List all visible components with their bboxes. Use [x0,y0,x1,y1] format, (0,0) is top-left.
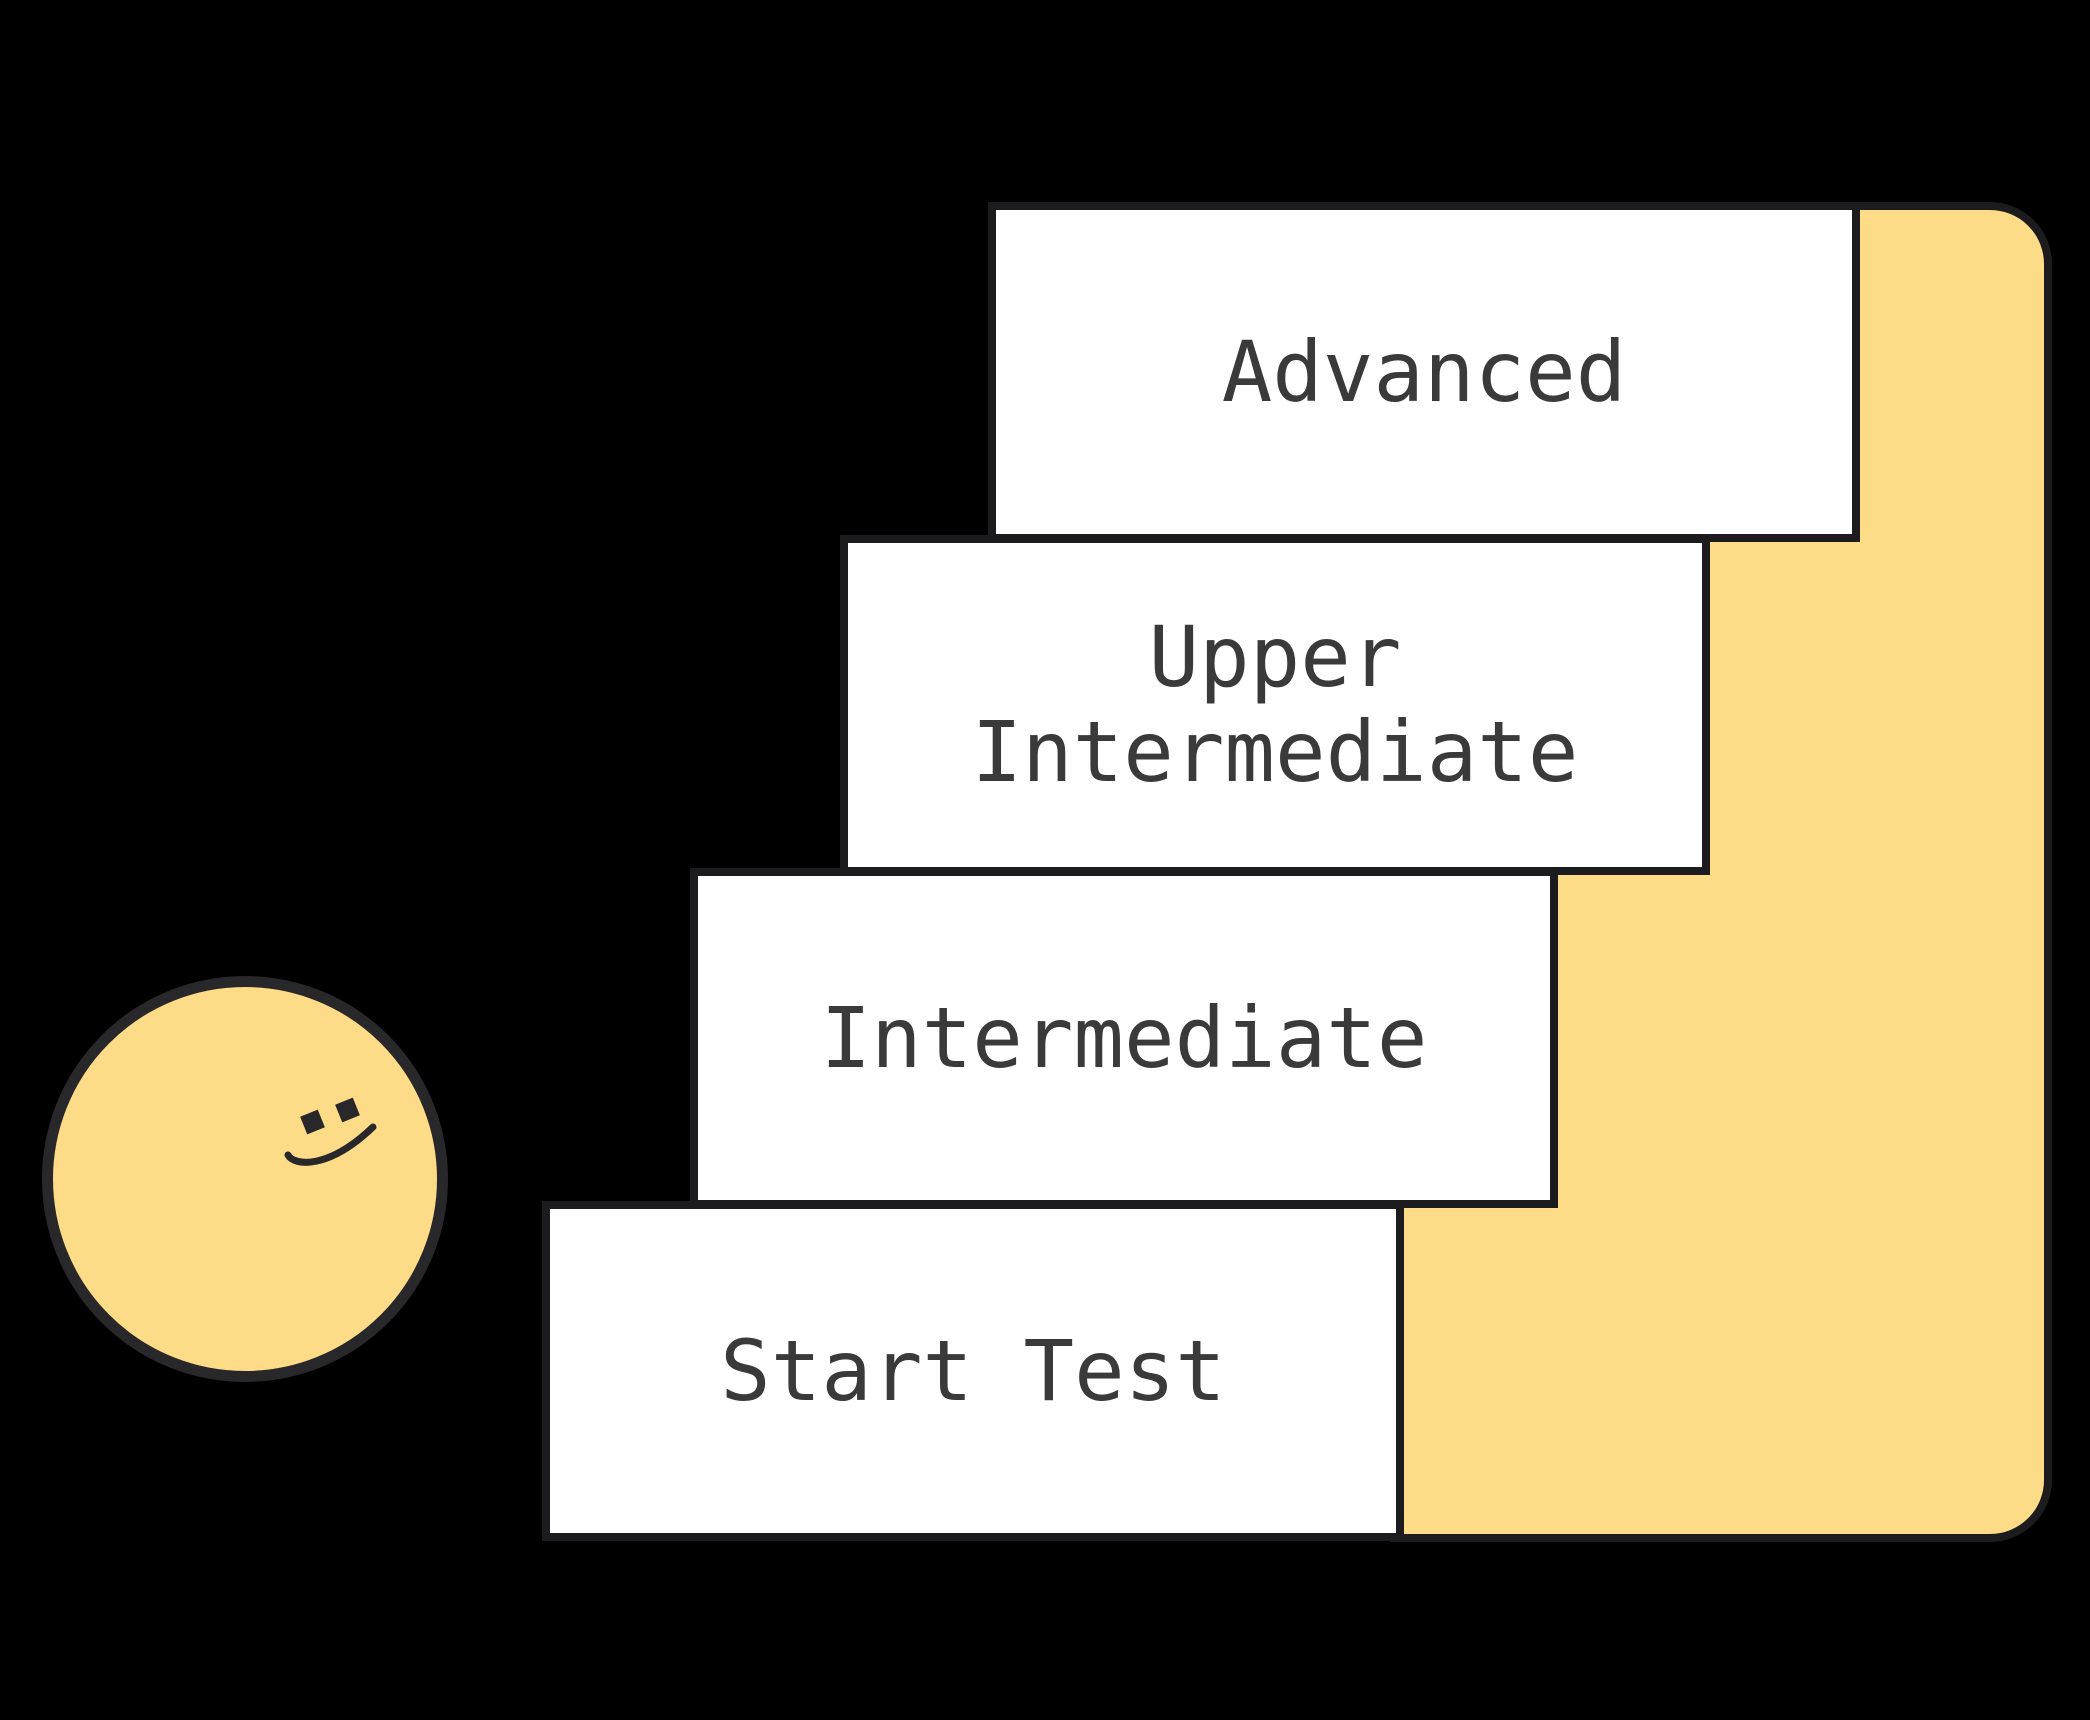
step-label: Upper [1148,608,1402,706]
step-label: Intermediate [820,988,1428,1087]
step-card-start-test[interactable]: Start Test [542,1201,1404,1541]
left-eye-icon [300,1109,325,1135]
step-card-intermediate[interactable]: Intermediate [690,868,1558,1208]
step-label: Start Test [720,1321,1226,1420]
smiley-face-icon [284,1097,377,1166]
smile-mouth-icon [284,1123,377,1166]
step-card-advanced[interactable]: Advanced [988,202,1860,542]
step-label: Advanced [1221,322,1627,421]
step-card-upper-intermediate[interactable]: Upper Intermediate [840,535,1710,875]
right-eye-icon [335,1097,360,1123]
smiley-face [42,976,448,1382]
step-label-line2: Intermediate [971,703,1579,801]
